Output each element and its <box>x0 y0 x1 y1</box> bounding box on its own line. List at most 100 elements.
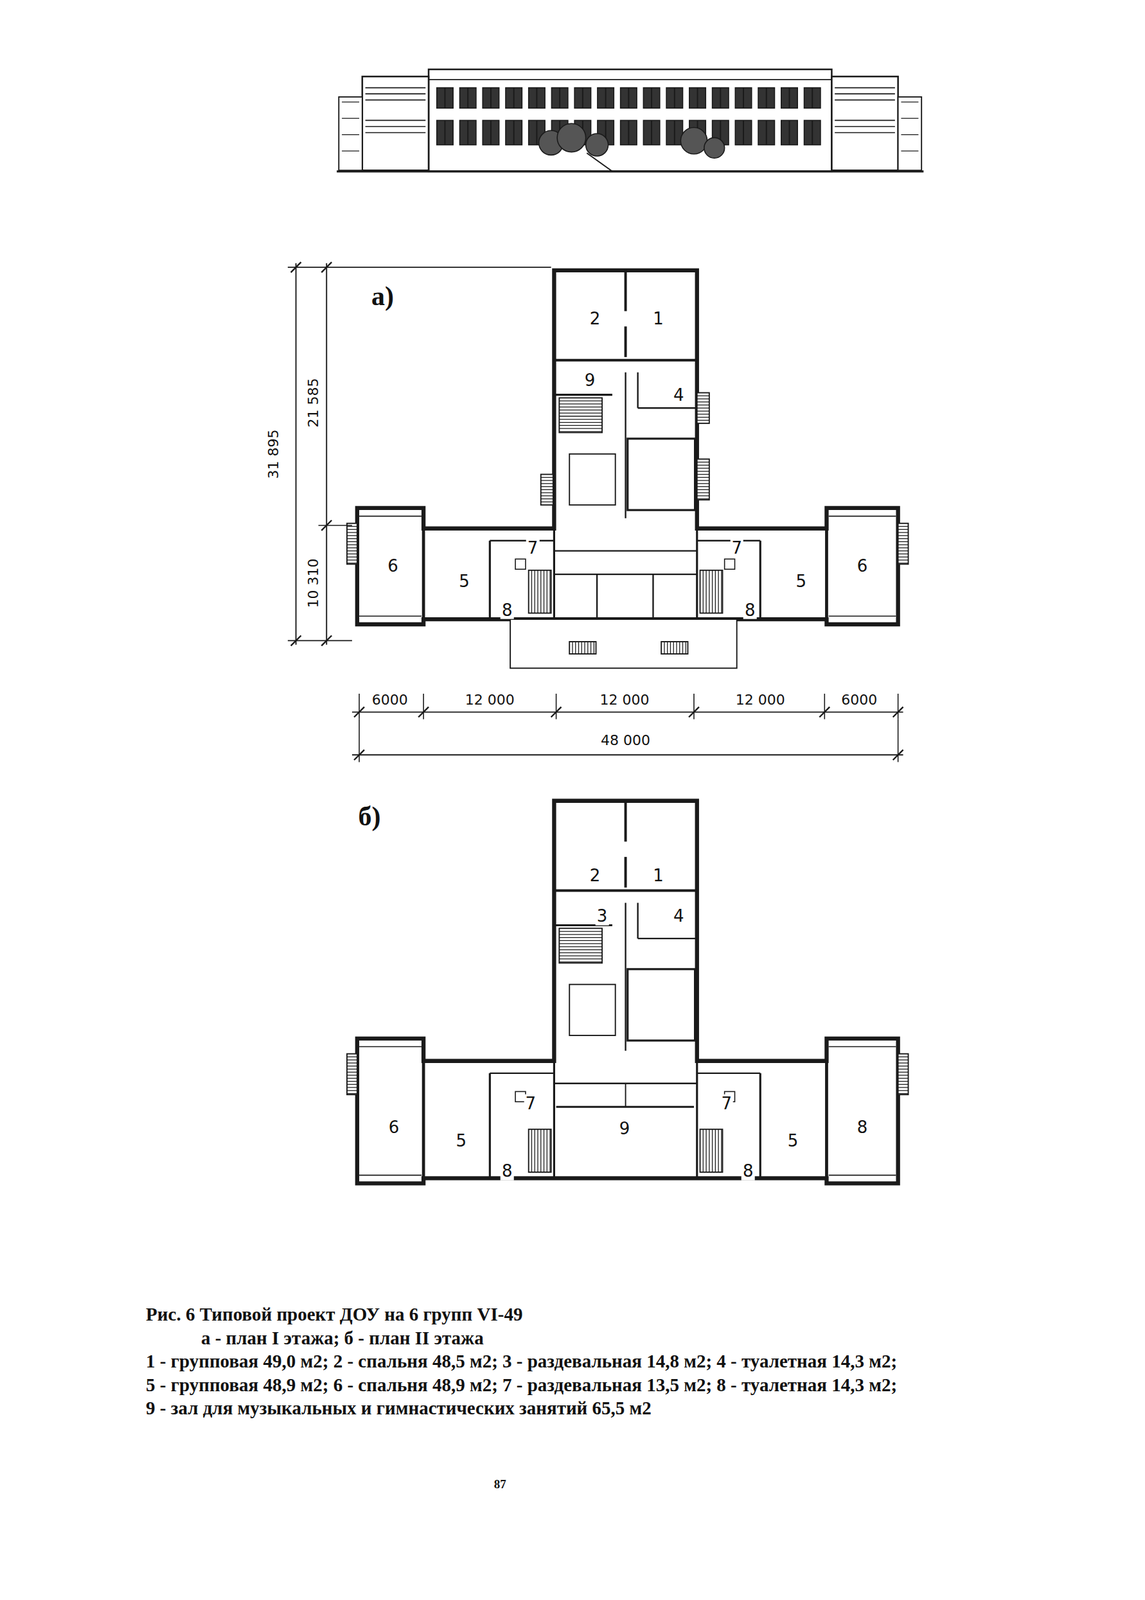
balcony-rail <box>828 1175 897 1177</box>
elevation-window <box>735 120 752 145</box>
stair-step <box>541 492 554 493</box>
balcony-rail <box>341 118 360 119</box>
window-mullion <box>811 88 813 109</box>
elevation-window <box>689 88 706 109</box>
stair-step <box>346 529 358 531</box>
stair-step <box>559 958 603 960</box>
balcony-rail <box>828 615 897 617</box>
building-outline <box>357 801 899 1185</box>
stair-step <box>578 641 579 655</box>
stair-step <box>541 495 554 497</box>
wall <box>422 508 426 625</box>
caption-line: 5 - групповая 48,9 м2; 6 - спальня 48,9 … <box>145 1375 897 1397</box>
stair-step <box>346 1081 358 1083</box>
stair-symbol <box>569 641 596 655</box>
dimension: 31 895 <box>266 427 282 481</box>
stair-step <box>346 544 358 545</box>
stair-step <box>559 940 603 942</box>
stair-step <box>571 641 573 655</box>
window-mullion <box>674 88 676 109</box>
window-mullion <box>605 88 607 109</box>
balcony-rail <box>828 515 897 518</box>
wing-rail <box>834 132 896 134</box>
stair-step <box>898 559 909 561</box>
stair-step <box>717 1129 719 1173</box>
stair-step <box>898 526 909 527</box>
stair-step <box>898 529 909 531</box>
stair-step <box>546 1129 548 1173</box>
stair-step <box>346 538 358 540</box>
stair-step <box>559 400 603 402</box>
stair-step <box>559 413 603 414</box>
stair-step <box>697 404 710 406</box>
stair-symbol <box>346 523 358 565</box>
stair-step <box>559 952 603 954</box>
stair-step <box>537 570 538 614</box>
dimension-line <box>352 711 904 714</box>
elevation-window <box>643 120 660 145</box>
wall <box>553 573 697 576</box>
wing-rail <box>834 125 896 128</box>
window-mullion <box>765 120 768 145</box>
stair-step <box>559 406 603 408</box>
stair-step <box>546 570 548 614</box>
stair-step <box>346 1090 358 1092</box>
stair-step <box>697 401 710 403</box>
elevation-window <box>460 120 477 145</box>
stair-step <box>531 570 533 614</box>
wing-rail <box>365 99 427 101</box>
wall <box>697 540 761 542</box>
wall <box>652 574 654 620</box>
stair-step <box>898 562 909 564</box>
stair-step <box>898 1060 909 1061</box>
stair-step <box>697 410 710 412</box>
stair-step <box>898 1081 909 1083</box>
stair-step <box>346 1078 358 1079</box>
room-number: 5 <box>454 1131 469 1151</box>
wing-rail <box>365 132 427 134</box>
stair-symbol <box>346 1054 358 1096</box>
balcony-rail <box>900 150 919 151</box>
stair-step <box>346 547 358 549</box>
elevation-band <box>428 79 832 81</box>
stair-step <box>346 526 358 527</box>
room-number: 6 <box>386 557 400 576</box>
elevation-wing <box>831 76 898 171</box>
balcony-rail <box>341 134 360 135</box>
window-mullion <box>535 88 538 109</box>
stair-step <box>675 641 677 655</box>
elevation-window <box>551 88 568 109</box>
stair-symbol <box>898 523 909 565</box>
stair-step <box>584 641 585 655</box>
stair-step <box>541 477 554 479</box>
stair-step <box>702 570 704 614</box>
room-number: 8 <box>855 1118 870 1138</box>
stair-step <box>346 1069 358 1070</box>
extension-line <box>555 693 558 720</box>
extension-line <box>422 693 425 720</box>
stair-step <box>346 1060 358 1061</box>
stair-step <box>346 562 358 564</box>
wall <box>488 1073 491 1180</box>
balcony-rail <box>341 101 360 103</box>
stair-step <box>534 570 536 614</box>
room-number: 1 <box>651 309 666 328</box>
ground-line <box>336 170 924 173</box>
extension-line <box>287 640 353 642</box>
room-number: 6 <box>387 1118 401 1138</box>
stair-step <box>697 398 710 400</box>
room-number: 5 <box>457 572 471 592</box>
stair-step <box>898 547 909 549</box>
tree <box>680 127 707 155</box>
stair-step <box>697 479 710 481</box>
stair-step <box>898 553 909 555</box>
window-mullion <box>719 88 721 109</box>
balcony-rail <box>359 1175 422 1177</box>
stair-step <box>898 1069 909 1070</box>
stair-step <box>541 489 554 491</box>
building-outline <box>357 270 899 625</box>
dimension-tick <box>291 262 302 273</box>
stair-step <box>898 532 909 533</box>
stair-step <box>541 479 554 481</box>
